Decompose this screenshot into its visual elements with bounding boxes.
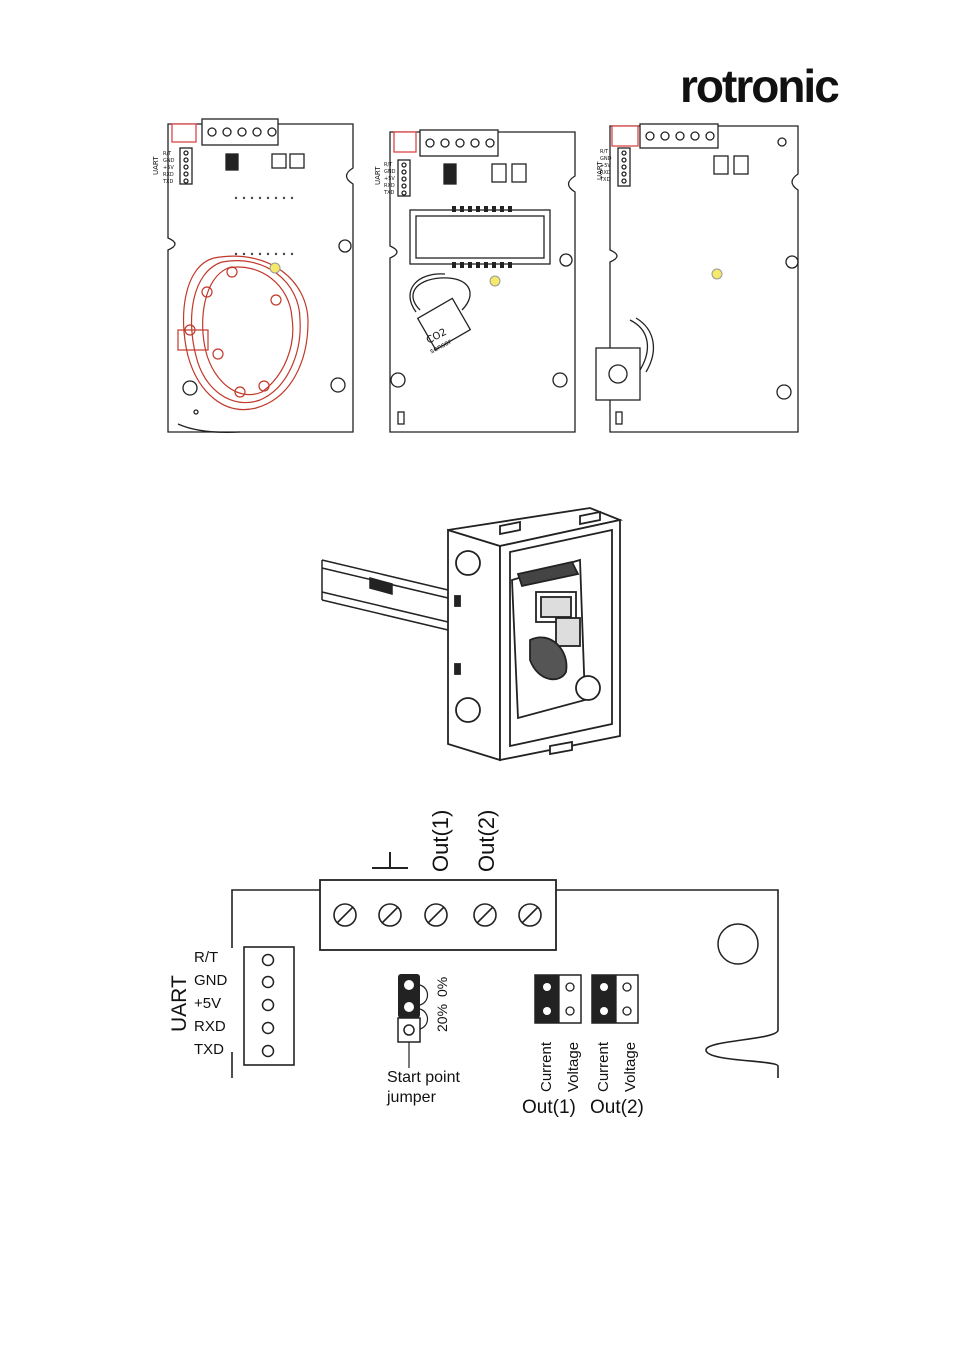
terminal-screws-1 (207, 127, 277, 137)
uart-pin-5v[interactable] (261, 998, 275, 1012)
board2-pin-txd: TXD (383, 190, 394, 196)
out1-current-label: Current (538, 1041, 555, 1092)
uart-pin-rxd[interactable] (261, 1021, 275, 1035)
board1-pin-gnd: GND (163, 158, 175, 164)
out1-voltage-label: Voltage (565, 1042, 582, 1092)
enclosure (447, 507, 624, 762)
pin-label-txd: TXD (194, 1041, 224, 1058)
out2-terminal-label: Out(2) (474, 810, 499, 872)
board2-pin-gnd: GND (384, 169, 396, 175)
board3-pin-5v: +5V (600, 163, 611, 169)
jumper-0-percent: 0% (434, 977, 450, 997)
board3-pin-rt: R/T (600, 149, 609, 155)
out1-group-label: Out(1) (522, 1097, 576, 1118)
pin-label-gnd: GND (194, 972, 228, 989)
duct-probe (321, 559, 449, 631)
pcb-board-2 (389, 129, 576, 433)
pin-label-rt: R/T (194, 949, 218, 966)
board1-pin-labels: R/T GND +5V RXD TXD (162, 151, 175, 185)
pcb-board-3 (595, 123, 799, 433)
board1-header-dots (234, 196, 294, 256)
status-led-3 (711, 268, 723, 280)
ground-symbol-icon (372, 852, 408, 869)
board1-pin-txd: TXD (162, 179, 173, 185)
status-led-1 (269, 262, 281, 274)
board1-pin-rt: R/T (163, 151, 172, 157)
out2-voltage-label: Voltage (622, 1042, 639, 1092)
board3-pin-gnd: GND (600, 156, 612, 162)
rotronic-logo: rotronic (680, 60, 839, 112)
board3-pin-rxd: RXD (600, 170, 611, 176)
uart-label: UART (168, 975, 191, 1032)
detail-board-outline (231, 889, 779, 1078)
start-point-label-2: jumper (386, 1089, 437, 1106)
board2-pin-5v: +5V (384, 176, 395, 182)
start-point-label-1: Start point (387, 1069, 460, 1086)
out1-terminal-label: Out(1) (428, 810, 453, 872)
board3-uart-label: UART (596, 161, 604, 180)
uart-pin-rt[interactable] (261, 953, 275, 967)
board2-pin-rxd: RXD (384, 183, 395, 189)
sensor-outline-red (177, 255, 309, 411)
status-led-2 (489, 275, 501, 287)
pin-label-rxd: RXD (194, 1018, 226, 1035)
uart-pin-txd[interactable] (261, 1044, 275, 1058)
out2-jumper-group[interactable] (591, 974, 639, 1024)
board1-pin-5v: +5V (163, 165, 174, 171)
board3-pin-txd: TXD (599, 177, 610, 183)
start-point-jumper[interactable] (397, 974, 429, 1068)
pcb-board-1 (167, 118, 354, 433)
terminal-screws (333, 903, 542, 927)
mounting-hole (717, 923, 759, 965)
lcd-pins (452, 206, 512, 268)
board1-uart-label: UART (152, 156, 160, 175)
board1-pin-rxd: RXD (163, 172, 174, 178)
out2-current-label: Current (595, 1041, 612, 1092)
uart-pins (261, 953, 275, 1058)
uart-pin-labels: R/T GND +5V RXD TXD (194, 949, 228, 1058)
board2-pin-labels: R/T GND +5V RXD TXD (383, 162, 396, 196)
jumper-20-percent: 20% (434, 1004, 450, 1032)
pin-label-5v: +5V (194, 995, 221, 1012)
board3-pin-labels: R/T GND +5V RXD TXD (599, 149, 612, 183)
uart-pin-gnd[interactable] (261, 975, 275, 989)
board2-pin-rt: R/T (384, 162, 393, 168)
board2-uart-label: UART (374, 166, 382, 185)
co2-sensor-label: CO2 sensor (425, 327, 453, 356)
out1-jumper-group[interactable] (534, 974, 582, 1024)
out2-group-label: Out(2) (590, 1097, 644, 1118)
